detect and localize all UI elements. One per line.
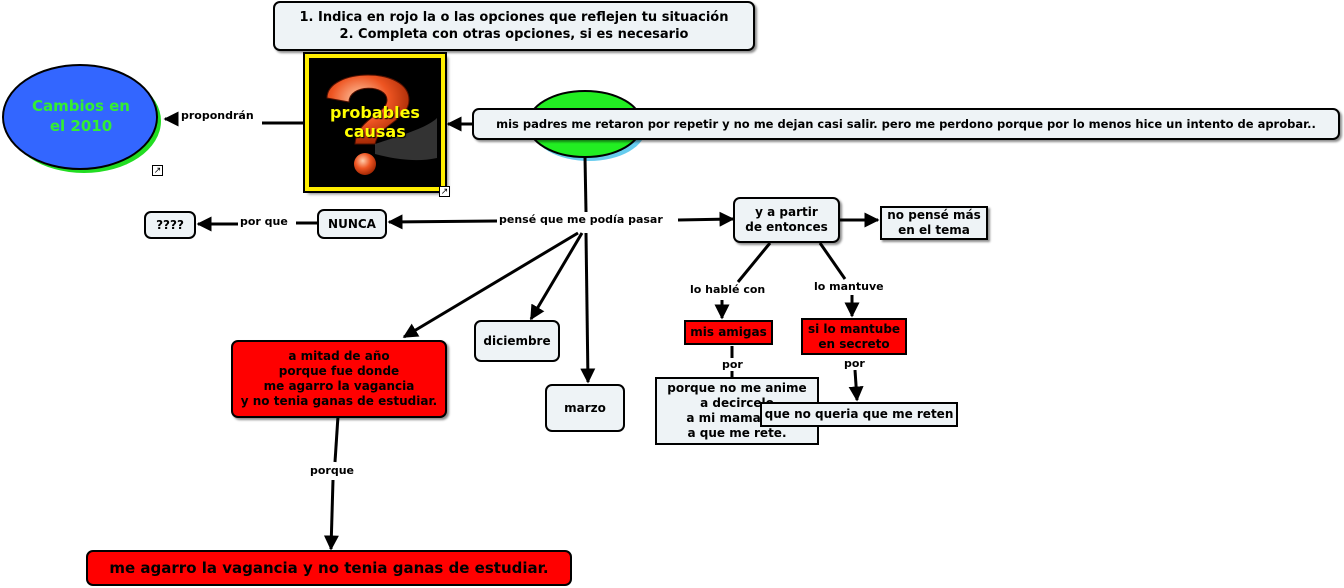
- apartir-node[interactable]: y a partir de entonces: [733, 197, 840, 243]
- shortcut-arrow-icon[interactable]: ↗: [152, 165, 163, 176]
- link-label-mantuve: lo mantuve: [812, 280, 886, 293]
- link-label-propondran: propondrán: [179, 109, 256, 122]
- diciembre-node[interactable]: diciembre: [474, 320, 560, 362]
- nopense-node[interactable]: no pensé más en el tema: [880, 206, 988, 240]
- cambios-node[interactable]: Cambios en el 2010: [32, 97, 130, 135]
- amigas-node[interactable]: mis amigas: [684, 320, 773, 345]
- link-label-por-que: por que: [238, 215, 290, 228]
- instructions-box: 1. Indica en rojo la o las opciones que …: [273, 1, 755, 51]
- question-mark-image: [326, 74, 437, 175]
- link-label-por-1: por: [720, 358, 745, 371]
- padres-node[interactable]: mis padres me retaron por repetir y no m…: [472, 108, 1340, 140]
- link-label-hable: lo hablé con: [688, 283, 768, 296]
- instruction-line-2: 2. Completa con otras opciones, si es ne…: [339, 27, 689, 42]
- instruction-line-1: 1. Indica en rojo la o las opciones que …: [299, 10, 729, 25]
- link-label-pense: pensé que me podía pasar: [497, 213, 665, 226]
- cambios-ellipse: [2, 64, 158, 170]
- mitad-node[interactable]: a mitad de año porque fue donde me agarr…: [231, 340, 447, 418]
- shortcut-arrow-icon[interactable]: ↗: [439, 186, 450, 197]
- vagancia-node[interactable]: me agarro la vagancia y no tenia ganas d…: [86, 550, 572, 586]
- question-node[interactable]: ????: [144, 211, 196, 239]
- link-label-porque: porque: [308, 464, 357, 477]
- secreto-node[interactable]: si lo mantube en secreto: [801, 318, 907, 355]
- marzo-node[interactable]: marzo: [545, 384, 625, 432]
- reten-node[interactable]: que no queria que me reten: [760, 402, 958, 427]
- probables-label: probables causas: [330, 103, 420, 141]
- nunca-node[interactable]: NUNCA: [317, 209, 387, 239]
- probables-causas-node[interactable]: probables causas: [303, 52, 447, 193]
- link-label-por-2: por: [842, 357, 867, 370]
